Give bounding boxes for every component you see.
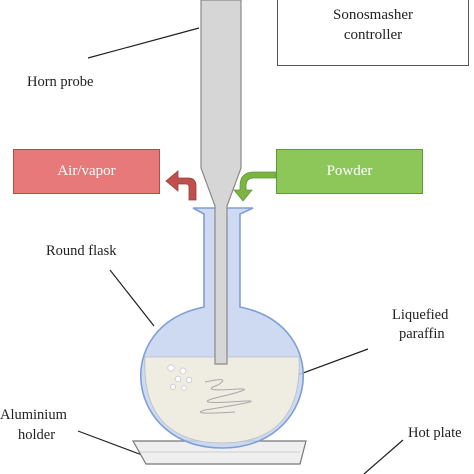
- aluminium-holder-label-line1: Aluminium: [0, 407, 67, 423]
- round-flask-label: Round flask: [46, 243, 117, 259]
- air-vapor-label: Air/vapor: [57, 163, 116, 179]
- horn-probe: [200, 0, 242, 365]
- liquefied-paraffin: [144, 356, 300, 444]
- hot-plate-label: Hot plate: [408, 425, 462, 441]
- controller-label-line2: controller: [343, 27, 403, 43]
- liquefied-paraffin-label-line2: paraffin: [399, 326, 445, 342]
- aluminium-holder: [131, 440, 307, 465]
- air-vapor-arrow: [165, 170, 197, 201]
- aluminium-holder-label-line2: holder: [18, 427, 56, 443]
- powder-box: Powder: [276, 149, 423, 194]
- aluminium-holder-pointer: [77, 430, 151, 459]
- powder-arrow: [233, 171, 277, 202]
- liquefied-paraffin-label-line1: Liquefied: [392, 307, 449, 323]
- air-bubbles: [167, 364, 193, 391]
- air-vapor-box: Air/vapor: [13, 149, 160, 194]
- powder-label: Powder: [326, 163, 373, 179]
- horn-probe-label: Horn probe: [27, 74, 94, 90]
- controller-label-line1: Sonosmasher: [333, 7, 413, 23]
- horn-probe-pointer: [87, 27, 200, 59]
- hot-plate-pointer: [363, 439, 404, 474]
- sonosmasher-controller: Sonosmasher controller: [277, 0, 469, 66]
- mixing-swirl: [200, 379, 252, 414]
- round-flask-pointer: [109, 269, 155, 327]
